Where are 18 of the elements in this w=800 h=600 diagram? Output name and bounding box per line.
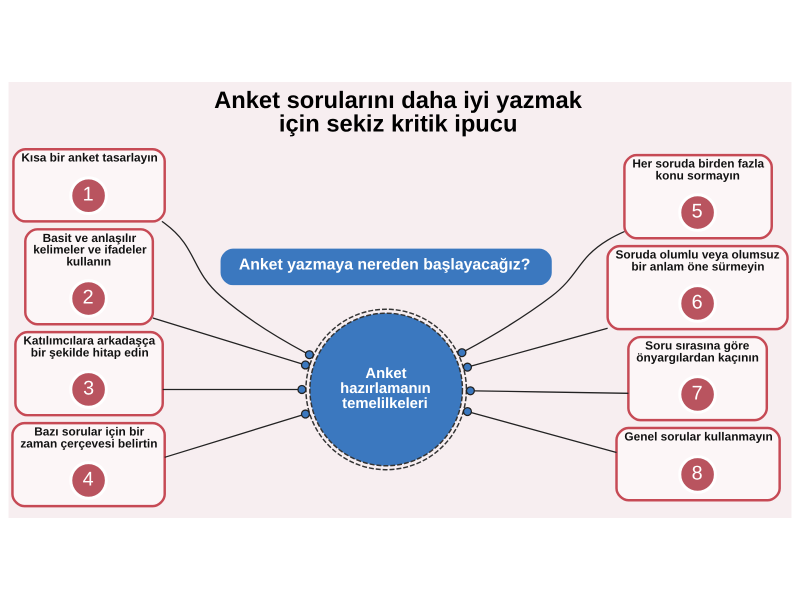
node-circle: 7 — [678, 375, 717, 414]
connector — [162, 220, 314, 360]
node-circle: 6 — [678, 284, 717, 323]
connector — [457, 231, 625, 358]
node-circle: 5 — [678, 193, 717, 232]
node-box: Anket yazmaya nereden başlayacağız? — [220, 248, 552, 286]
connector — [462, 406, 617, 454]
connector — [466, 386, 628, 396]
node-circle: 8 — [678, 455, 717, 494]
node-circle: 2 — [69, 279, 108, 318]
connector — [462, 328, 608, 372]
connector — [162, 384, 306, 394]
diagram-title: Anket sorularını daha iyi yazmak için sekiz kritik ipucu — [214, 88, 582, 138]
connector — [164, 409, 310, 458]
node-circle: 3 — [69, 370, 108, 409]
node-circle: 1 — [69, 176, 108, 215]
node-circle: 4 — [69, 461, 108, 500]
connector — [152, 317, 310, 370]
